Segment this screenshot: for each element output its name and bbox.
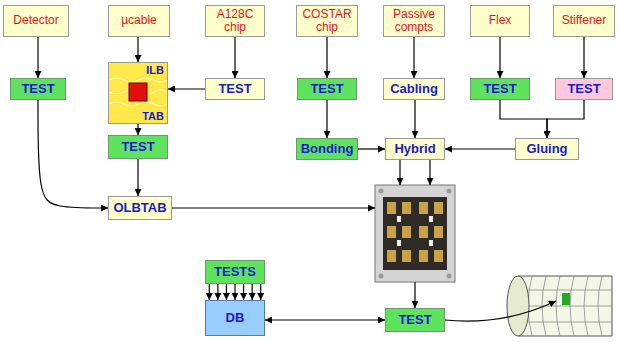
chip-square xyxy=(129,83,147,101)
node-label: TESTS xyxy=(214,265,256,279)
test-box: TEST xyxy=(555,78,613,100)
node-label: TEST xyxy=(567,82,600,96)
node-label: Flex xyxy=(489,14,512,27)
node-label: TEST xyxy=(310,82,343,96)
flow-arrow xyxy=(583,37,584,78)
node-label: DB xyxy=(226,311,245,325)
hybrid-components xyxy=(387,202,443,262)
component-box: Passive compts xyxy=(383,5,445,37)
node-label: Bonding xyxy=(301,142,354,156)
flow-arrow xyxy=(168,88,205,89)
flow-arrow xyxy=(429,160,430,185)
flow-arrow xyxy=(499,37,500,78)
process-box: Bonding xyxy=(296,138,358,160)
test-box: TEST xyxy=(297,78,357,100)
flow-arrow xyxy=(209,284,210,300)
component-box: Stiffener xyxy=(553,5,615,37)
node-label: Hybrid xyxy=(394,142,435,156)
node-label: ILB xyxy=(146,64,164,76)
flow-arrow xyxy=(260,284,261,300)
flow-arrow xyxy=(137,159,138,196)
test-box: TEST xyxy=(108,135,168,159)
process-box: Gluing xyxy=(515,138,579,160)
component-box: COSTAR chip xyxy=(296,5,358,37)
flow-arrow xyxy=(172,207,375,208)
screw-hole xyxy=(447,189,452,194)
flow-arrow xyxy=(243,284,244,300)
flow-arrow xyxy=(38,100,108,208)
process-box: OLBTAB xyxy=(108,196,172,220)
node-label: OLBTAB xyxy=(113,201,166,215)
test-box: TEST xyxy=(205,78,265,100)
database-box: DB xyxy=(205,300,265,336)
component-box: A128C chip xyxy=(205,5,265,37)
flow-arrow xyxy=(414,100,415,138)
flow-arrow xyxy=(445,148,515,149)
node-label: TEST xyxy=(218,82,251,96)
hybrid-pads xyxy=(397,216,433,246)
flow-arrow xyxy=(414,282,415,308)
component-box: µcable xyxy=(108,5,170,37)
screw-hole xyxy=(447,274,452,279)
flow-arrow xyxy=(37,37,38,78)
barrel-end xyxy=(507,276,529,336)
node-label: Passive compts xyxy=(386,8,442,34)
flow-arrow xyxy=(137,37,138,62)
flow-arrow xyxy=(226,284,227,300)
node-label: Detector xyxy=(13,14,58,27)
node-label: Cabling xyxy=(390,82,438,96)
node-label: TEST xyxy=(121,140,154,154)
flow-arrow xyxy=(399,160,400,185)
flow-arrow xyxy=(358,148,385,149)
flow-arrow xyxy=(234,37,235,78)
node-label: TEST xyxy=(483,82,516,96)
flow-arrow xyxy=(445,301,556,321)
test-box: TESTS xyxy=(205,260,265,284)
module-position xyxy=(562,293,570,305)
screw-hole xyxy=(379,189,384,194)
component-box: Detector xyxy=(3,5,69,37)
tab-trace xyxy=(109,102,167,106)
flow-arrow xyxy=(252,284,253,300)
node-label: A128C chip xyxy=(208,8,262,34)
node-label: TAB xyxy=(142,110,164,122)
test-box: TEST xyxy=(385,308,445,332)
flow-arrow xyxy=(413,37,414,78)
flow-arrow xyxy=(326,37,327,78)
flow-arrow xyxy=(234,284,235,300)
process-box: Cabling xyxy=(383,78,445,100)
tab-box: ILB TAB xyxy=(108,62,168,124)
flow-arrow xyxy=(137,124,138,135)
node-label: TEST xyxy=(398,313,431,327)
flow-arrow xyxy=(547,100,584,138)
flow-arrow xyxy=(500,100,547,138)
process-box: Hybrid xyxy=(385,138,445,160)
test-box: TEST xyxy=(10,78,66,100)
node-label: Stiffener xyxy=(562,14,606,27)
node-label: COSTAR chip xyxy=(299,8,355,34)
node-label: TEST xyxy=(21,82,54,96)
tab-trace xyxy=(109,78,167,82)
flow-arrow xyxy=(326,100,327,138)
flow-arrow xyxy=(265,319,385,320)
tab-picture xyxy=(108,62,168,124)
component-box: Flex xyxy=(470,5,530,37)
hybrid-board xyxy=(383,197,447,270)
node-label: Gluing xyxy=(526,142,567,156)
screw-hole xyxy=(379,274,384,279)
node-label: µcable xyxy=(121,14,157,27)
flow-arrow xyxy=(217,284,218,300)
test-box: TEST xyxy=(470,78,530,100)
hybrid-photo xyxy=(375,185,455,282)
